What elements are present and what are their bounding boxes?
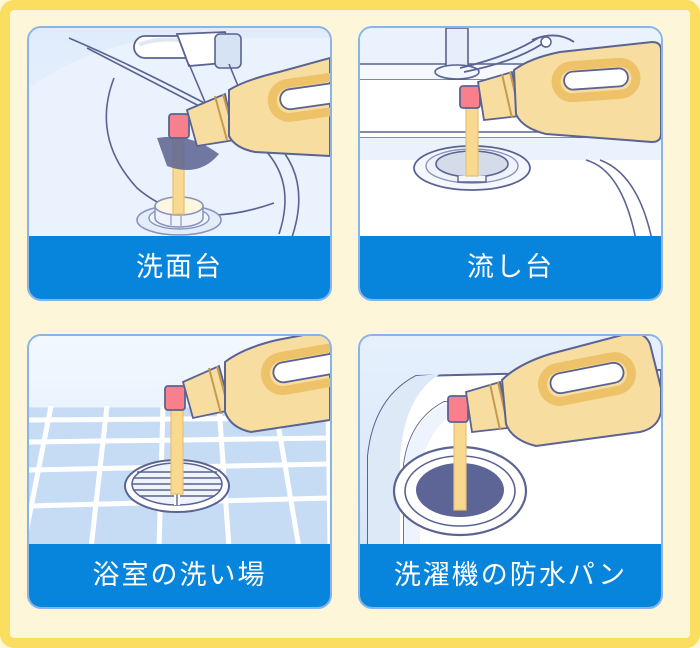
card-bathroom-washing-area[interactable]: 浴室の洗い場 <box>27 334 332 609</box>
kitchen-sink-art-svg <box>360 28 661 240</box>
bathroom-floor-illustration <box>29 336 330 548</box>
liquid-stream <box>170 401 184 495</box>
card-bathroom-label-bar: 浴室の洗い場 <box>29 544 330 607</box>
card-kitchen-sink-label-bar: 流し台 <box>360 236 661 299</box>
bathroom-art-svg <box>29 336 330 548</box>
detergent-bottle-icon <box>447 336 661 448</box>
card-washer-pan-label-bar: 洗濯機の防水パン <box>360 544 661 607</box>
faucet-icon <box>434 28 575 80</box>
card-kitchen-sink-label: 流し台 <box>467 252 554 282</box>
washbasin-art-svg <box>29 28 330 240</box>
washbasin-illustration <box>29 28 330 240</box>
kitchen-sink-illustration <box>360 28 661 240</box>
card-washer-pan-label: 洗濯機の防水パン <box>393 560 628 590</box>
detergent-bottle-icon <box>168 56 330 158</box>
washer-pan-illustration <box>360 336 661 548</box>
card-washbasin[interactable]: 洗面台 <box>27 26 332 301</box>
detergent-bottle-icon <box>164 336 330 434</box>
card-washbasin-label-bar: 洗面台 <box>29 236 330 299</box>
liquid-stream <box>453 417 467 511</box>
card-washbasin-label: 洗面台 <box>136 252 223 282</box>
liquid-stream <box>465 99 479 177</box>
detergent-bottle-icon <box>459 40 661 144</box>
card-bathroom-label: 浴室の洗い場 <box>92 560 267 590</box>
faucet-icon <box>133 31 244 103</box>
card-kitchen-sink[interactable]: 流し台 <box>358 26 663 301</box>
washer-pan-art-svg <box>360 336 661 548</box>
card-washer-drain-pan[interactable]: 洗濯機の防水パン <box>358 334 663 609</box>
